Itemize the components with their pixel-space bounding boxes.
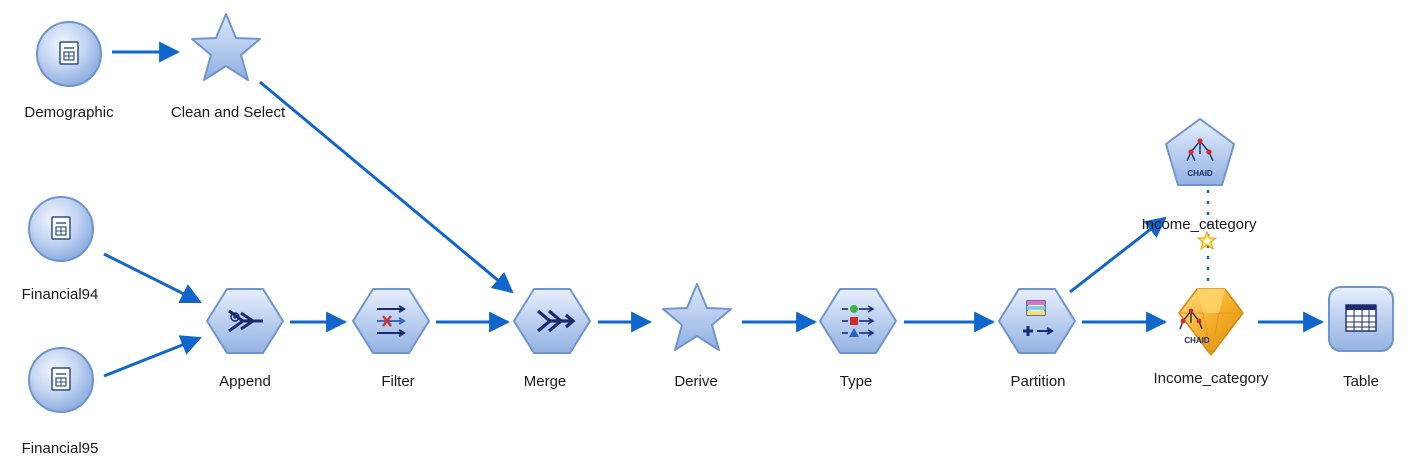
node-chaid-modeler[interactable]: CHAID Income_category — [1141, 118, 1257, 233]
derive-star-icon — [662, 283, 732, 351]
node-label: Merge — [524, 373, 567, 390]
refresh-spark-icon — [1196, 230, 1218, 251]
chaid-badge: CHAID — [1187, 169, 1213, 178]
append-icon — [206, 288, 284, 354]
node-financial95[interactable]: Financial95 — [22, 347, 99, 457]
node-chaid-nugget[interactable]: CHAID Income_category — [1153, 288, 1269, 387]
node-clean-and-select[interactable]: Clean and Select — [171, 13, 286, 121]
chaid-badge: CHAID — [1184, 336, 1210, 345]
node-type[interactable]: Type — [819, 288, 897, 390]
node-financial94[interactable]: Financial94 — [22, 196, 99, 303]
filter-icon — [352, 288, 430, 354]
source-file-icon — [28, 196, 94, 262]
link-clean-merge[interactable] — [259, 80, 514, 294]
type-icon — [819, 288, 897, 354]
chaid-nugget-icon: CHAID — [1178, 288, 1244, 356]
table-icon — [1328, 286, 1394, 352]
link-partition-modeler[interactable] — [1069, 216, 1167, 294]
node-partition[interactable]: Partition — [998, 288, 1076, 390]
node-demographic[interactable]: Demographic — [24, 21, 114, 121]
node-label: Partition — [1010, 373, 1065, 390]
node-filter[interactable]: Filter — [352, 288, 430, 390]
source-file-icon — [36, 21, 102, 87]
node-merge[interactable]: Merge — [513, 288, 591, 390]
node-label: Income_category — [1141, 216, 1257, 233]
node-label: Financial94 — [22, 286, 99, 303]
partition-icon — [998, 288, 1076, 354]
supernode-star-icon — [191, 13, 261, 81]
connectors — [103, 41, 1325, 378]
node-label: Type — [840, 373, 873, 390]
link-financial95-append[interactable] — [103, 335, 202, 378]
node-label: Derive — [674, 373, 717, 390]
node-derive[interactable]: Derive — [662, 283, 732, 390]
chaid-modeler-icon: CHAID — [1165, 118, 1235, 186]
node-label: Append — [219, 373, 271, 390]
node-label: Clean and Select — [171, 104, 286, 121]
node-append[interactable]: Append — [206, 288, 284, 390]
link-financial94-append[interactable] — [103, 252, 202, 304]
node-label: Income_category — [1153, 370, 1269, 387]
source-file-icon — [28, 347, 94, 413]
node-label: Demographic — [24, 104, 114, 121]
node-label: Table — [1343, 373, 1379, 390]
merge-icon — [513, 288, 591, 354]
node-label: Filter — [381, 373, 414, 390]
node-label: Financial95 — [22, 440, 99, 457]
node-table[interactable]: Table — [1328, 286, 1394, 390]
